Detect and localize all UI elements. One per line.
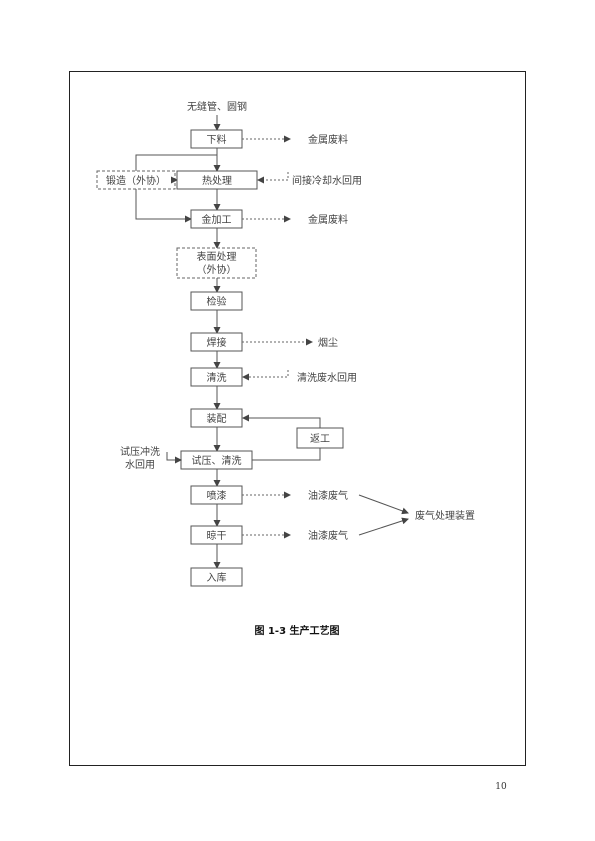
step-xialiao-label: 下料 [207, 133, 227, 146]
arrow-gas-2-to-treatment [358, 517, 409, 536]
output-paint-gas-1: 油漆废气 [308, 489, 348, 502]
output-metal-scrap-2: 金属废料 [308, 213, 348, 226]
step-ruku-box [190, 567, 243, 587]
step-jinjiagong-label: 金加工 [202, 213, 232, 226]
arrow-fangong-to-zhuangpei [242, 414, 321, 428]
output-cooling-water: 间接冷却水回用 [292, 174, 362, 187]
arrow-bypass-to-jinjiagong [135, 189, 192, 223]
step-jianyan-label: 检验 [207, 295, 227, 308]
step-hanjie-label: 焊接 [207, 336, 227, 349]
step-shiya-label: 试压、清洗 [192, 454, 242, 467]
output-metal-scrap-1: 金属废料 [308, 133, 348, 146]
output-pressure-water-1: 试压冲洗 [120, 445, 160, 458]
step-biaomian-label-1: 表面处理 [197, 250, 237, 263]
branch-to-duanzao [135, 154, 217, 171]
step-rechuli-label: 热处理 [202, 174, 232, 187]
step-biaomian-label-2: （外协） [197, 263, 237, 276]
step-zhuangpei-label: 装配 [207, 412, 227, 425]
step-qingxi-label: 清洗 [207, 371, 227, 384]
page-number: 10 [495, 782, 507, 792]
step-fangong-label: 返工 [310, 433, 330, 445]
step-ruku-label: 入库 [207, 571, 227, 584]
figure-caption: 图 1-3 生产工艺图 [254, 624, 339, 637]
line-shiya-to-fangong [252, 448, 321, 461]
step-duanzao-label: 锻造（外协） [106, 174, 166, 187]
input-material-label: 无缝管、圆钢 [187, 100, 247, 113]
output-paint-gas-2: 油漆废气 [308, 529, 348, 542]
output-gas-treatment: 废气处理装置 [415, 509, 475, 522]
arrow-cooling-water [257, 172, 289, 184]
step-biaomian-box [176, 247, 257, 279]
arrow-gas-1-to-treatment [358, 494, 409, 515]
page-frame [69, 71, 526, 766]
output-wash-water: 清洗废水回用 [297, 371, 357, 384]
arrow-wash-water [242, 370, 289, 381]
step-lianggan-label: 晾干 [207, 529, 227, 542]
arrow-pressure-water [166, 452, 182, 464]
step-penqi-label: 喷漆 [207, 489, 227, 502]
output-smoke-dust: 烟尘 [318, 336, 338, 349]
output-pressure-water-2: 水回用 [125, 459, 155, 471]
